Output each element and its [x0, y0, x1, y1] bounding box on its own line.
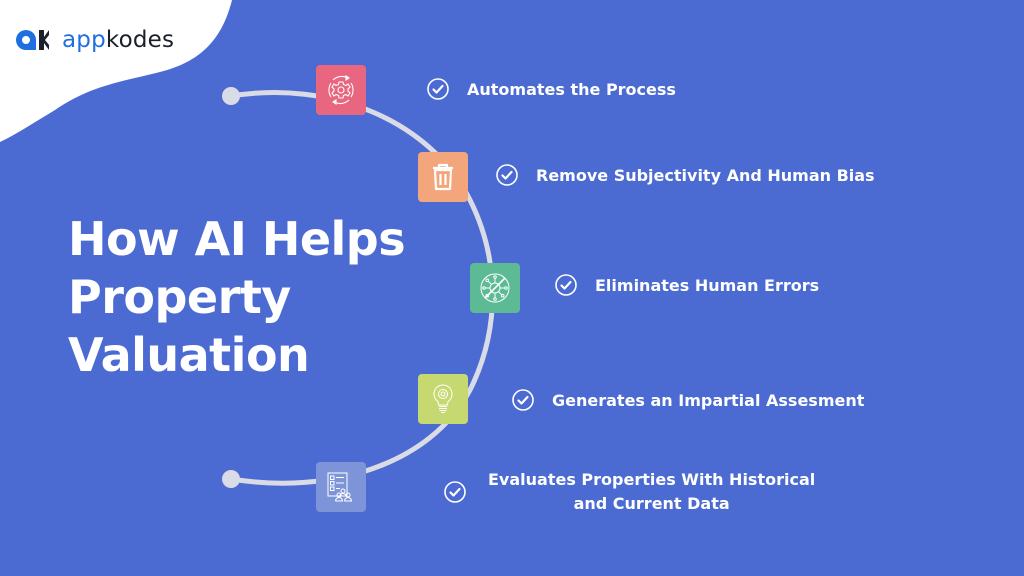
- step-5-item: Evaluates Properties With Historical and…: [444, 468, 815, 516]
- step-5-icon-box: [316, 462, 366, 512]
- brand-logo[interactable]: appkodes: [14, 28, 174, 52]
- step-1-label: Automates the Process: [467, 79, 676, 99]
- step-5-label-line-1: Evaluates Properties With Historical: [488, 470, 816, 489]
- title-line-3: Valuation: [68, 328, 310, 382]
- brand-name-app: app: [62, 26, 106, 53]
- step-2-label: Remove Subjectivity And Human Bias: [536, 165, 875, 185]
- page-title: How AI Helps Property Valuation: [68, 210, 406, 384]
- white-blob-shape: [0, 0, 232, 142]
- check-circle-icon: [427, 78, 449, 100]
- check-circle-icon: [555, 274, 577, 296]
- arc-end-dot: [222, 470, 240, 488]
- arc-start-dot: [222, 87, 240, 105]
- no-virus-icon: [480, 273, 510, 303]
- step-4-label: Generates an Impartial Assesment: [552, 390, 865, 410]
- check-circle-icon: [444, 481, 466, 503]
- step-4-icon-box: [418, 374, 468, 424]
- step-5-label-line-2: and Current Data: [573, 494, 730, 513]
- step-5-label: Evaluates Properties With Historical and…: [488, 468, 815, 516]
- lightbulb-gear-icon: [433, 384, 453, 413]
- check-circle-icon: [512, 389, 534, 411]
- gear-cycle-icon: [328, 74, 354, 106]
- step-2-item: Remove Subjectivity And Human Bias: [496, 164, 875, 186]
- step-3-icon-box: [470, 263, 520, 313]
- step-4-item: Generates an Impartial Assesment: [512, 389, 864, 411]
- step-2-icon-box: [418, 152, 468, 202]
- check-circle-icon: [496, 164, 518, 186]
- appkodes-ak-mark-icon: [16, 30, 49, 50]
- brand-name: appkodes: [62, 26, 175, 53]
- trash-icon: [433, 163, 453, 191]
- title-line-1: How AI Helps: [68, 212, 406, 266]
- step-3-item: Eliminates Human Errors: [555, 274, 819, 296]
- step-1-icon-box: [316, 65, 366, 115]
- step-1-item: Automates the Process: [427, 78, 676, 100]
- brand-name-kodes: kodes: [105, 26, 175, 53]
- title-line-2: Property: [68, 270, 291, 324]
- checklist-people-icon: [327, 472, 353, 502]
- step-3-label: Eliminates Human Errors: [595, 275, 820, 295]
